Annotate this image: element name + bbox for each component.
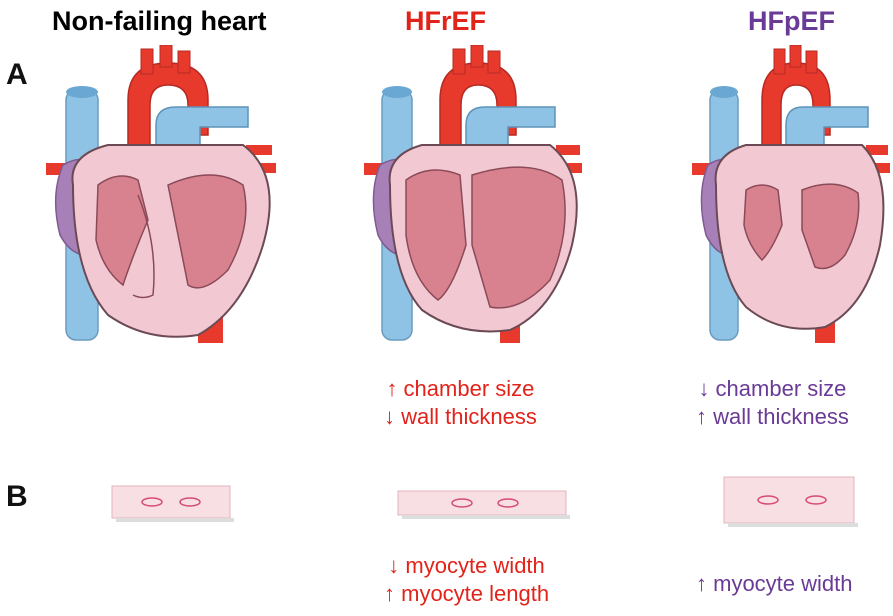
panel-label-b: B	[6, 480, 28, 514]
heart-non-failing	[38, 45, 293, 345]
hfpef-changes: ↓ chamber size ↑ wall thickness	[696, 375, 849, 431]
title-hfpef: HFpEF	[748, 6, 835, 37]
hfpef-change-chamber: ↓ chamber size	[696, 375, 849, 403]
hfref-change-chamber: ↑ chamber size	[384, 375, 537, 403]
hfref-myocyte-length: ↑ myocyte length	[384, 580, 549, 608]
myocyte-hfref	[396, 489, 571, 521]
hfpef-myocyte-changes: ↑ myocyte width	[696, 570, 853, 598]
hfref-changes: ↑ chamber size ↓ wall thickness	[384, 375, 537, 431]
hfref-myocyte-changes: ↓ myocyte width ↑ myocyte length	[384, 552, 549, 608]
title-non-failing: Non-failing heart	[52, 6, 267, 37]
myocyte-hfpef	[722, 475, 860, 529]
heart-hfpef	[690, 45, 893, 345]
hfref-change-wall: ↓ wall thickness	[384, 403, 537, 431]
hfpef-change-wall: ↑ wall thickness	[696, 403, 849, 431]
hfpef-myocyte-width: ↑ myocyte width	[696, 570, 853, 598]
panel-label-a: A	[6, 58, 28, 92]
myocyte-non-failing	[110, 484, 235, 524]
title-hfref: HFrEF	[405, 6, 486, 37]
hfref-myocyte-width: ↓ myocyte width	[384, 552, 549, 580]
heart-hfref	[360, 45, 590, 345]
